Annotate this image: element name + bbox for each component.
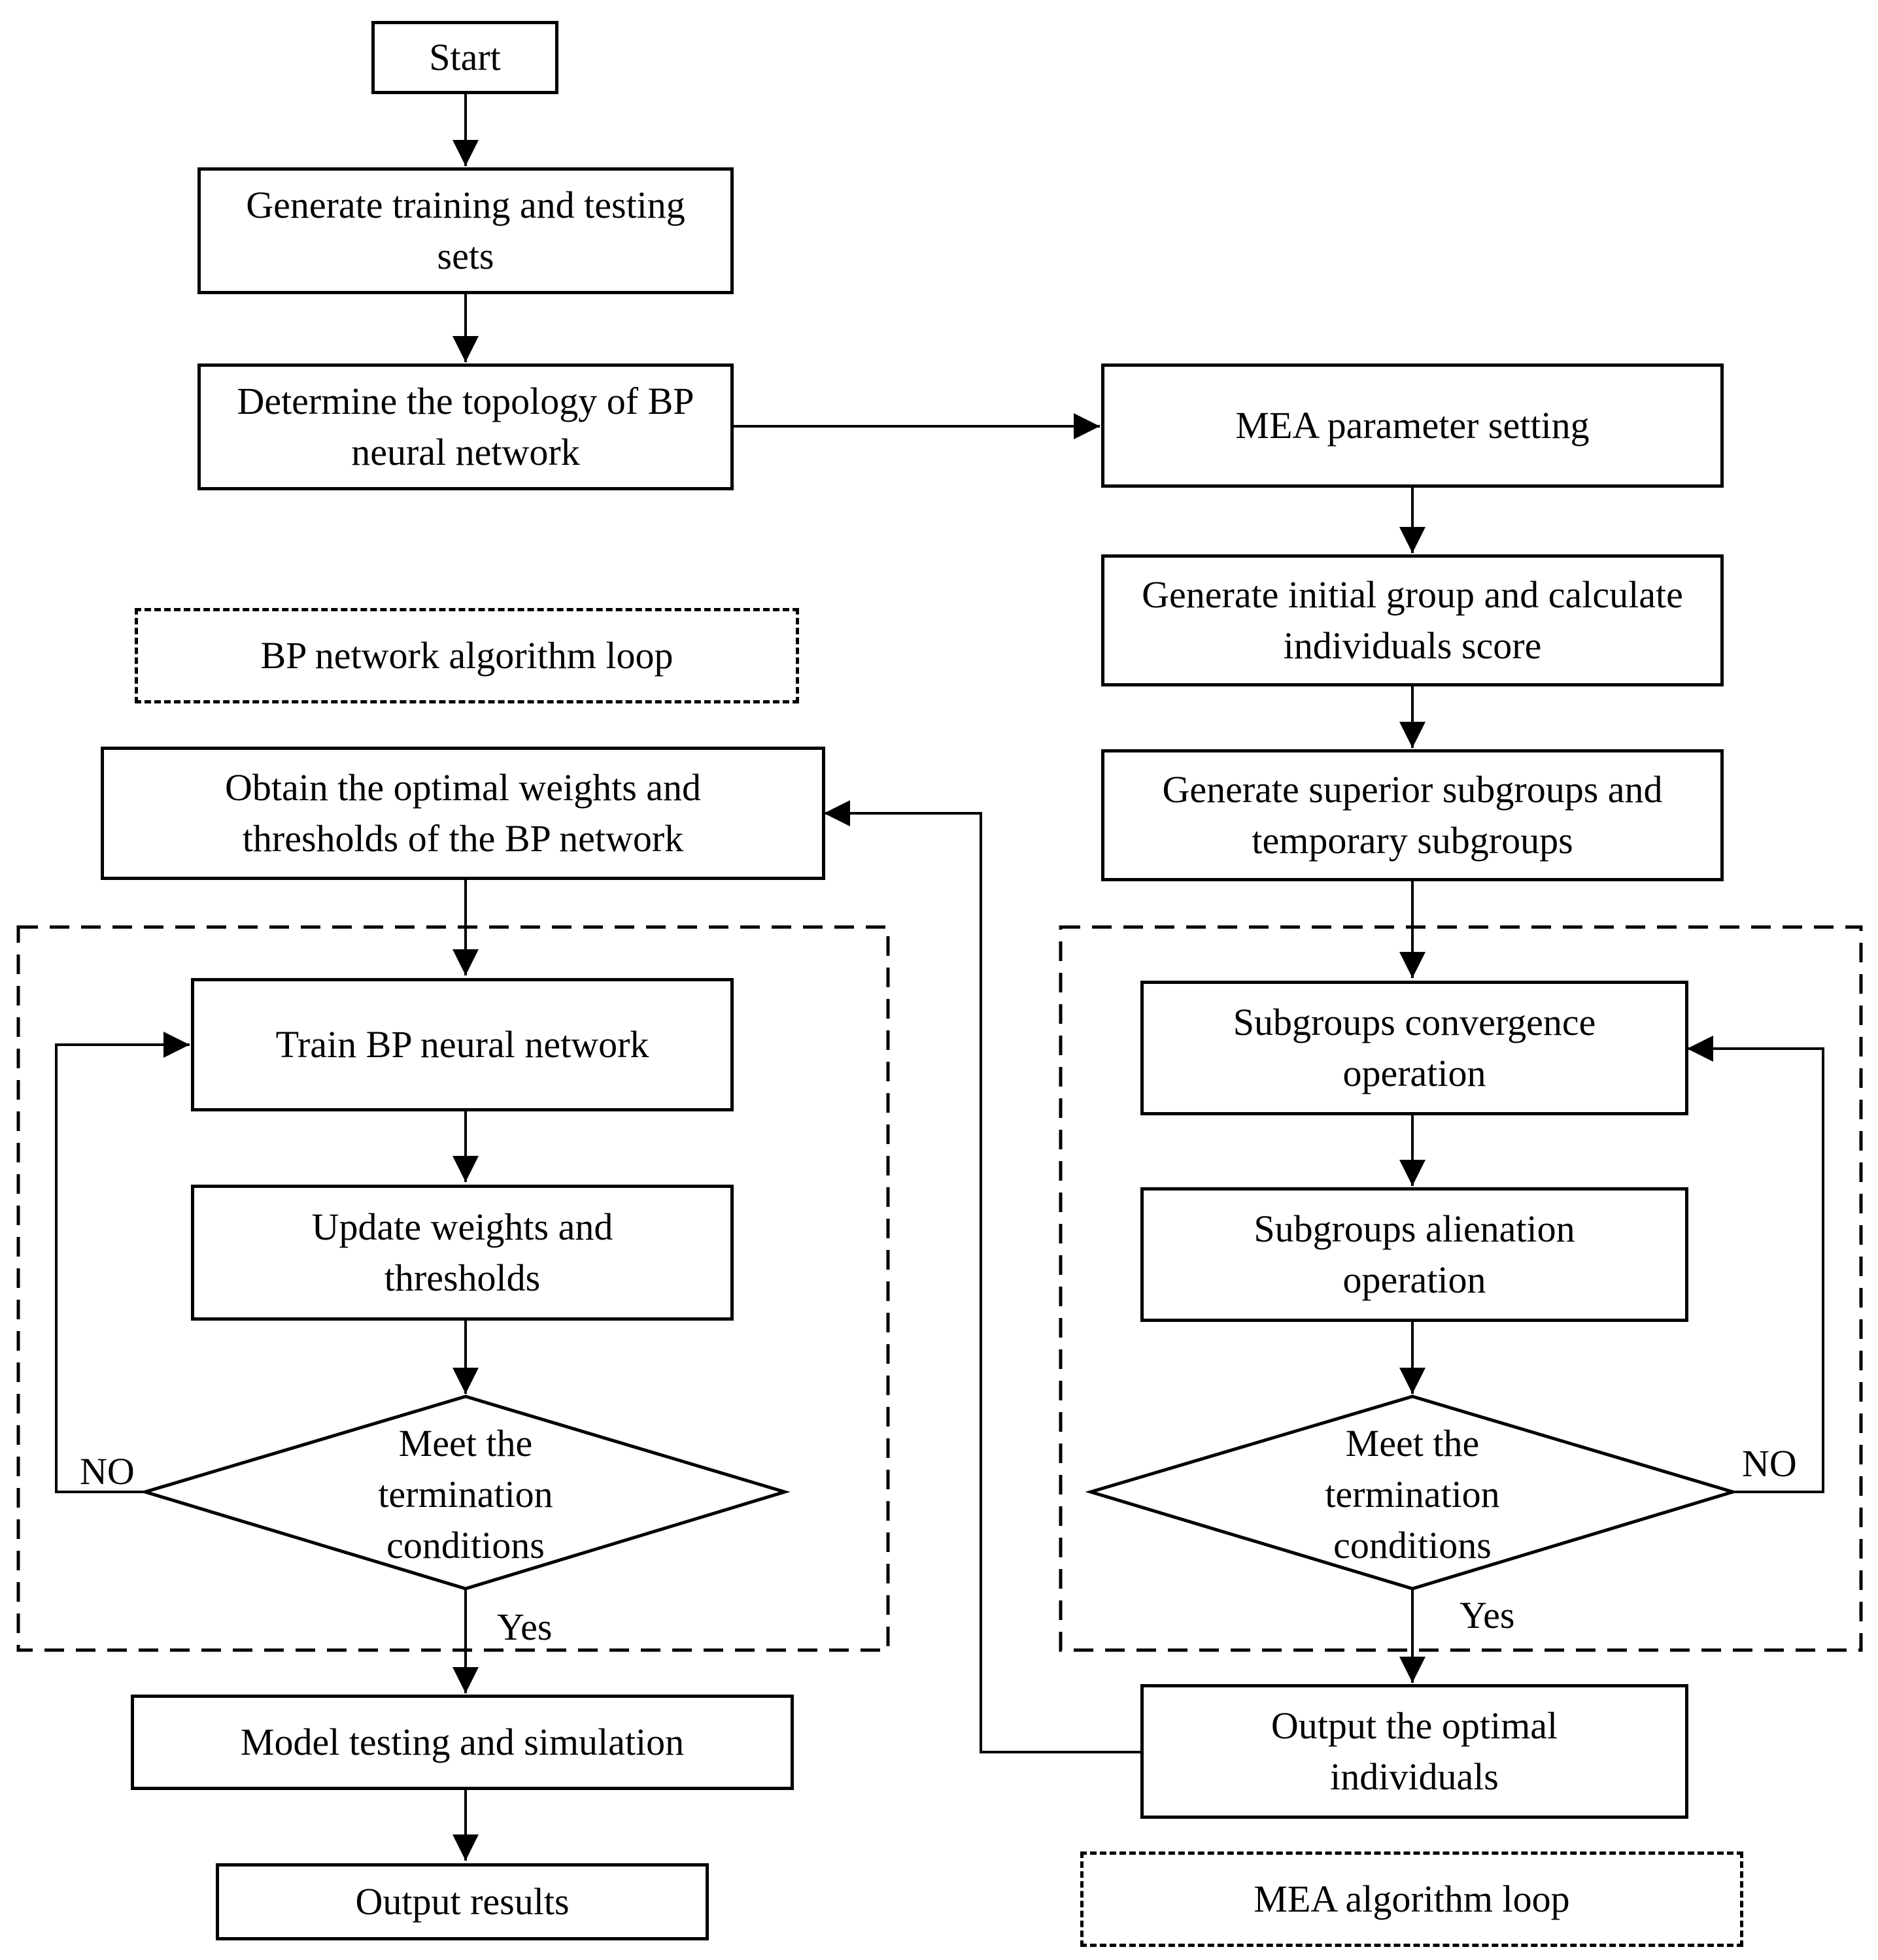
update-weights-node: Update weights and thresholds: [191, 1185, 734, 1321]
determine-topology-node: Determine the topology of BP neural netw…: [197, 363, 734, 490]
generate-sets-node: Generate training and testing sets: [197, 167, 734, 294]
obtain-optimal-node: Obtain the optimal weights and threshold…: [101, 747, 825, 880]
bp-no-label: NO: [80, 1450, 135, 1493]
mea-loop-region: [1059, 925, 1863, 1652]
mea-loop-legend: MEA algorithm loop: [1080, 1851, 1743, 1947]
train-bp-node: Train BP neural network: [191, 978, 734, 1111]
bp-termination-text: Meet the termination conditions: [378, 1422, 553, 1566]
model-testing-node: Model testing and simulation: [131, 1695, 794, 1790]
mea-param-node: MEA parameter setting: [1101, 363, 1724, 488]
arrow-mea-no-loop: [1687, 1036, 1824, 1493]
arrow-optimal-to-obtain: [824, 800, 1140, 1753]
bp-loop-legend: BP network algorithm loop: [135, 608, 799, 703]
mea-yes-label: Yes: [1460, 1594, 1515, 1636]
generate-initial-node: Generate initial group and calculate ind…: [1101, 554, 1724, 686]
convergence-node: Subgroups convergence operation: [1140, 981, 1688, 1115]
generate-superior-node: Generate superior subgroups and temporar…: [1101, 749, 1724, 881]
bp-termination-diamond: [139, 1394, 791, 1591]
bp-yes-label: Yes: [497, 1606, 553, 1648]
output-results-node: Output results: [216, 1863, 709, 1940]
mea-no-label: NO: [1742, 1442, 1797, 1485]
output-optimal-node: Output the optimal individuals: [1140, 1684, 1688, 1819]
mea-termination-text: Meet the termination conditions: [1325, 1422, 1500, 1566]
start-node: Start: [371, 21, 558, 94]
mea-termination-diamond: [1085, 1394, 1739, 1591]
alienation-node: Subgroups alienation operation: [1140, 1187, 1688, 1322]
bp-loop-region: [16, 925, 890, 1652]
arrow-bp-no-loop: [55, 1032, 190, 1493]
